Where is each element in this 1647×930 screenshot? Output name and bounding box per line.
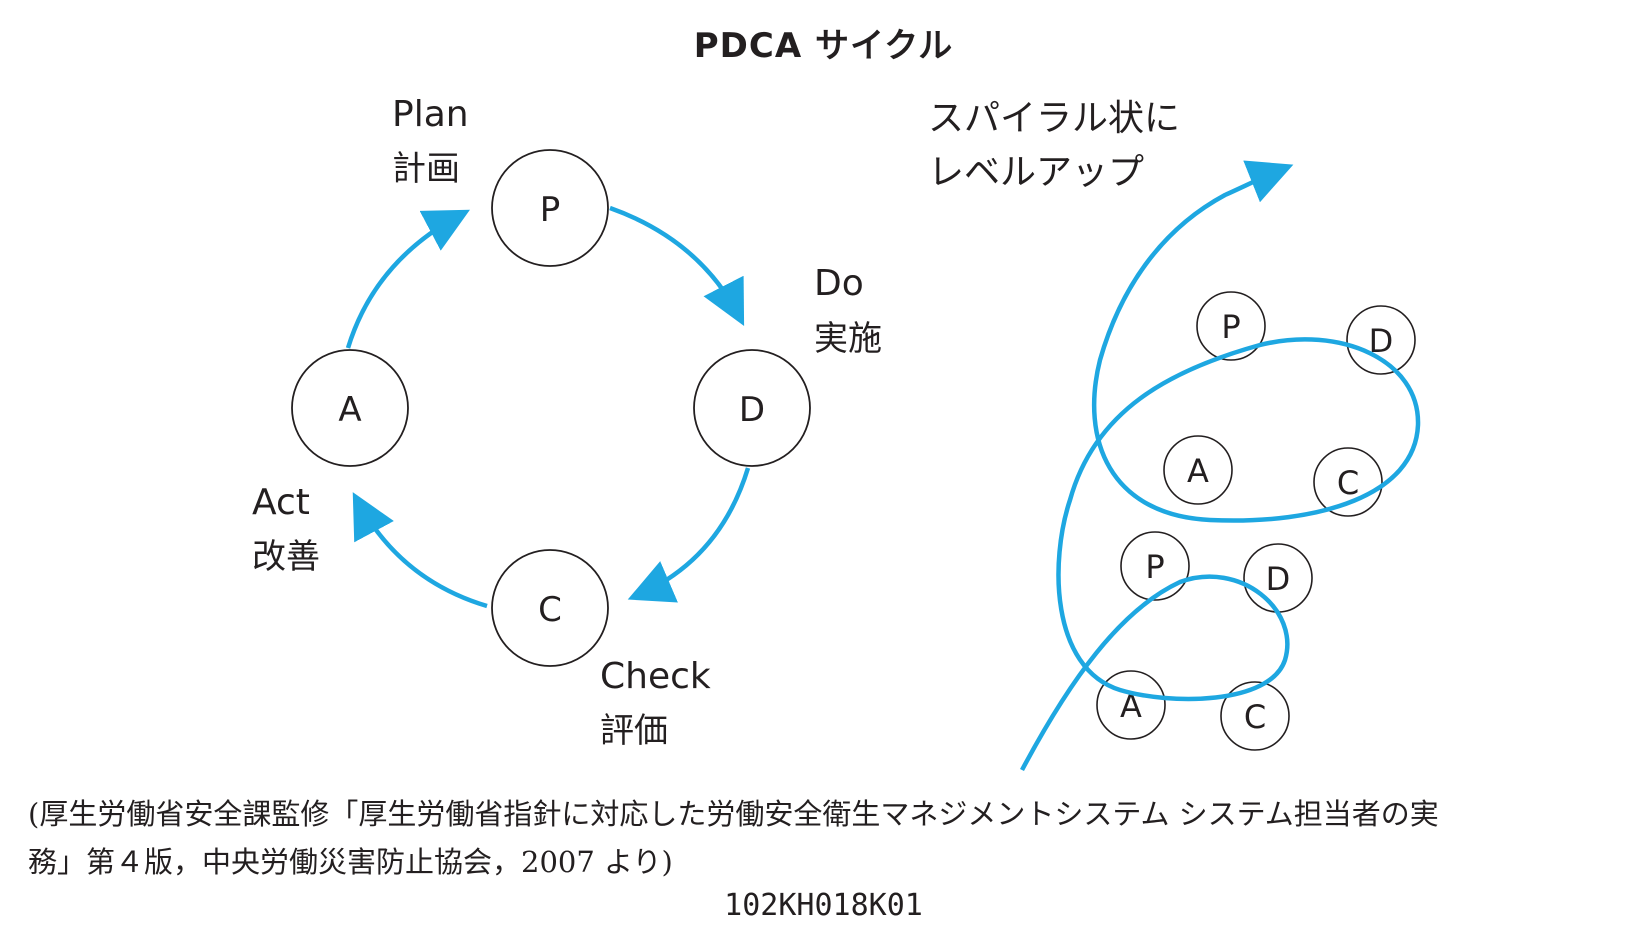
caption-line-2: 務」第４版，中央労働災害防止協会，2007 より)	[28, 845, 673, 879]
spiral-upper-letter-p: P	[1221, 308, 1240, 346]
spiral-upper-node-p: P	[1196, 291, 1266, 361]
label-plan-en: Plan	[392, 94, 469, 135]
spiral-upper-node-a: A	[1163, 435, 1233, 505]
arrow-check-to-act	[352, 492, 488, 609]
node-plan-letter: P	[540, 190, 561, 230]
spiral-lower-node-p: P	[1120, 531, 1190, 601]
node-act: A	[291, 349, 409, 467]
spiral-lower-letter-p: P	[1145, 548, 1164, 586]
node-do: D	[693, 349, 811, 467]
label-act-ja: 改善	[252, 537, 320, 577]
spiral-lower-letter-d: D	[1266, 560, 1291, 598]
node-check: C	[491, 549, 609, 667]
arrow-plan-to-do	[609, 205, 745, 327]
spiral-label-line1: スパイラル状に	[928, 98, 1180, 139]
spiral-upper-node-d: D	[1346, 305, 1416, 375]
spiral-lower-node-d: D	[1243, 543, 1313, 613]
source-caption: (厚生労働省安全課監修「厚生労働省指針に対応した労働安全衛生マネジメントシステム…	[28, 790, 1628, 886]
spiral-lower-cycle: P D A C	[1096, 531, 1313, 751]
node-act-letter: A	[338, 390, 361, 430]
node-check-letter: C	[538, 590, 562, 630]
label-check-en: Check	[600, 656, 711, 697]
label-do-ja: 実施	[814, 319, 882, 359]
figure-code: 102KH018K01	[724, 888, 923, 923]
node-do-letter: D	[739, 390, 765, 430]
spiral-lower-node-a: A	[1096, 670, 1166, 740]
pdca-cycle: P D C A Plan 計画 Do 実施 Check 評価 Act 改善	[252, 94, 882, 751]
arrow-do-to-check	[627, 467, 751, 603]
spiral-upper-cycle: P D A C	[1163, 291, 1416, 517]
spiral-upper-node-c: C	[1313, 447, 1383, 517]
label-do-en: Do	[814, 263, 864, 304]
spiral-upper-letter-a: A	[1187, 452, 1209, 490]
node-plan: P	[491, 149, 609, 267]
spiral-lower-letter-c: C	[1244, 698, 1266, 736]
caption-line-1: (厚生労働省安全課監修「厚生労働省指針に対応した労働安全衛生マネジメントシステム…	[28, 797, 1439, 831]
spiral-lower-node-c: C	[1220, 681, 1290, 751]
spiral-label-line2: レベルアップ	[928, 152, 1144, 193]
label-plan-ja: 計画	[392, 149, 460, 189]
label-act-en: Act	[252, 482, 310, 523]
spiral-diagram: スパイラル状に レベルアップ P D A C P	[928, 98, 1421, 772]
arrow-act-to-plan	[345, 209, 470, 349]
spiral-curve	[1020, 160, 1421, 772]
diagram-title: PDCA サイクル	[693, 26, 954, 66]
spiral-upper-letter-c: C	[1337, 464, 1359, 502]
label-check-ja: 評価	[600, 711, 668, 751]
spiral-lower-letter-a: A	[1120, 687, 1142, 725]
